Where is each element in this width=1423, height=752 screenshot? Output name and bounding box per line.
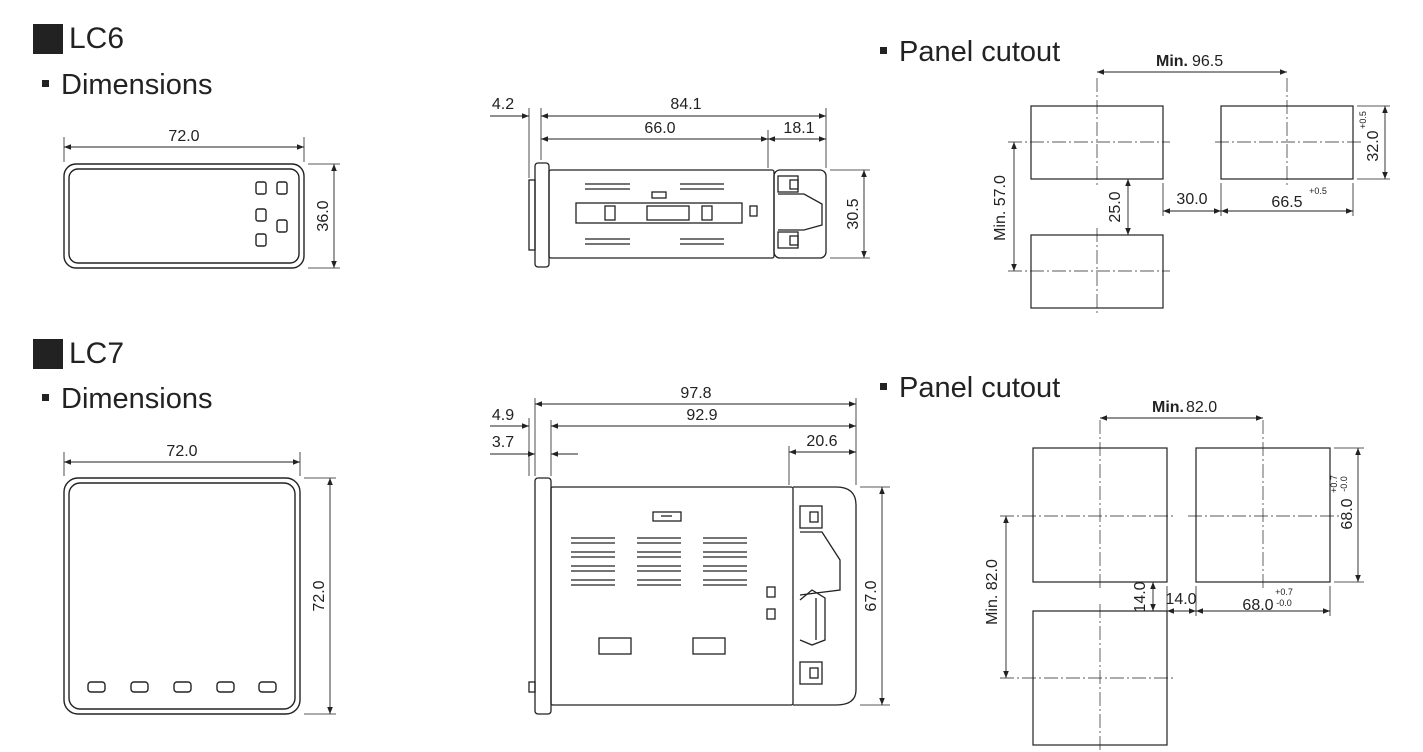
heading-square-icon (33, 24, 63, 54)
lc6-cutout-min-label: Min. (1156, 53, 1188, 70)
lc6-side-body-label: 66.0 (644, 120, 675, 137)
bullet-icon (42, 79, 49, 87)
lc6-cutout-w-tol-label: +0.5 (1309, 186, 1327, 196)
lc6-cutout-h-label: 32.0 (1365, 130, 1382, 161)
lc6-model-label: LC6 (69, 22, 125, 55)
lc7-side-view (490, 398, 890, 715)
lc7-cutout-min-v-label: Min. 82.0 (984, 559, 1001, 625)
lc6-panel-cutout-heading: Panel cutout (880, 36, 1060, 68)
lc6-front-height-label: 36.0 (315, 200, 332, 231)
lc7-cutout-min-label: Min. (1152, 399, 1184, 416)
bullet-icon (42, 393, 49, 401)
lc6-cutout-gap-v-label: 25.0 (1107, 191, 1124, 222)
lc7-dimensions-label: Dimensions (61, 383, 213, 415)
lc6-side-terminal-label: 18.1 (783, 120, 814, 137)
lc6-cutout-min-v-label: Min. 57.0 (992, 175, 1009, 241)
lc7-cutout-w-label: 68.0 (1242, 597, 1273, 614)
lc6-side-total-label: 84.1 (670, 96, 701, 113)
lc7-cutout-min-h-label: 82.0 (1186, 399, 1217, 416)
lc6-panel-cutout-drawing (1008, 69, 1390, 314)
bullet-icon (880, 382, 887, 390)
lc6-front-view (63, 137, 340, 269)
lc6-cutout-gap-h-label: 30.0 (1176, 191, 1207, 208)
lc6-front-width-label: 72.0 (168, 128, 199, 145)
lc7-panel-cutout-label: Panel cutout (899, 372, 1061, 404)
lc7-side-height-label: 67.0 (863, 580, 880, 611)
lc6-dimensions-heading: Dimensions (42, 69, 213, 101)
lc7-cutout-w-tol-minus-label: -0.0 (1276, 598, 1292, 608)
lc6-panel-cutout-label: Panel cutout (899, 36, 1061, 68)
lc7-cutout-gap-v-label: 14.0 (1132, 581, 1149, 612)
bullet-icon (880, 46, 887, 54)
lc7-cutout-h-label: 68.0 (1339, 498, 1356, 529)
lc6-model-heading: LC6 (33, 24, 124, 54)
lc7-side-body-label: 92.9 (686, 407, 717, 424)
lc6-cutout-h-tol-label: +0.5 (1358, 111, 1368, 129)
lc7-side-bezel-label: 4.9 (492, 407, 514, 424)
lc6-dimensions-label: Dimensions (61, 69, 213, 101)
lc6-side-bezel-label: 4.2 (492, 96, 514, 113)
lc6-side-view (490, 108, 870, 268)
lc7-side-bezel2-label: 3.7 (492, 434, 514, 451)
lc7-model-label: LC7 (69, 337, 125, 370)
lc6-cutout-w-label: 66.5 (1271, 194, 1302, 211)
lc7-model-heading: LC7 (33, 339, 124, 369)
lc7-cutout-h-tol-minus-label: -0.0 (1339, 476, 1349, 492)
lc7-cutout-gap-h-label: 14.0 (1165, 591, 1196, 608)
heading-square-icon (33, 339, 63, 369)
lc7-panel-cutout-heading: Panel cutout (880, 372, 1060, 404)
lc7-side-total-label: 97.8 (680, 385, 711, 402)
lc7-panel-cutout-drawing (1000, 415, 1364, 750)
lc7-front-width-label: 72.0 (166, 443, 197, 460)
lc7-side-terminal-label: 20.6 (806, 433, 837, 450)
lc7-cutout-h-tol-plus-label: +0.7 (1329, 475, 1339, 493)
lc6-side-height-label: 30.5 (845, 198, 862, 229)
lc6-cutout-min-h-label: 96.5 (1192, 53, 1223, 70)
lc7-dimensions-heading: Dimensions (42, 383, 213, 415)
lc7-front-height-label: 72.0 (311, 580, 328, 611)
lc7-front-view (63, 452, 336, 715)
lc7-cutout-w-tol-plus-label: +0.7 (1275, 587, 1293, 597)
